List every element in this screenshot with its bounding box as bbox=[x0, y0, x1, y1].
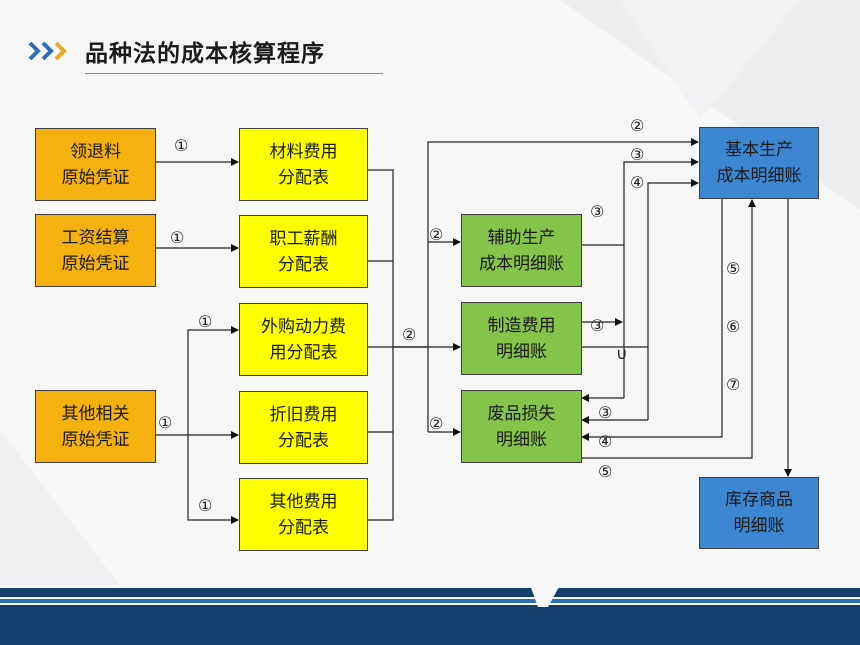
distribution-line: 外购动力费 bbox=[261, 316, 346, 337]
distribution-line: 分配表 bbox=[278, 167, 329, 188]
step-label: ③ bbox=[630, 145, 645, 164]
ledger-line: 明细账 bbox=[496, 341, 547, 362]
product-line: 库存商品 bbox=[725, 490, 793, 510]
step-label: ② bbox=[429, 225, 444, 244]
step-label: ③ bbox=[598, 403, 613, 422]
title-underline bbox=[85, 73, 383, 74]
ledger-line: 明细账 bbox=[496, 429, 547, 450]
source-line: 原始凭证 bbox=[61, 253, 130, 274]
ledger-box-overhead: 制造费用 明细账 bbox=[461, 302, 582, 375]
step-label: ④ bbox=[598, 432, 613, 451]
source-box-other: 其他相关 原始凭证 bbox=[35, 390, 156, 463]
product-line: 基本生产 bbox=[725, 140, 793, 160]
step-label: ③ bbox=[590, 202, 605, 221]
step-label: ⑤ bbox=[598, 462, 613, 481]
distribution-box-depreciation: 折旧费用 分配表 bbox=[239, 391, 368, 464]
line-crossover-symbol: ∪ bbox=[616, 344, 628, 363]
source-box-wages: 工资结算 原始凭证 bbox=[35, 214, 156, 287]
product-box-inventory: 库存商品 明细账 bbox=[699, 477, 819, 549]
ledger-line: 废品损失 bbox=[487, 403, 556, 424]
step-label: ① bbox=[170, 228, 185, 247]
product-box-main: 基本生产 成本明细账 bbox=[699, 127, 819, 199]
step-label: ② bbox=[402, 325, 417, 344]
distribution-box-material: 材料费用 分配表 bbox=[239, 128, 368, 201]
source-line: 工资结算 bbox=[61, 227, 130, 248]
distribution-line: 材料费用 bbox=[269, 141, 338, 162]
chevron-right-icon bbox=[28, 41, 67, 61]
step-label: ① bbox=[158, 413, 173, 432]
source-line: 原始凭证 bbox=[61, 167, 130, 188]
distribution-line: 折旧费用 bbox=[269, 404, 338, 425]
step-label: ① bbox=[198, 496, 213, 515]
step-label: ④ bbox=[630, 173, 645, 192]
product-line: 明细账 bbox=[733, 516, 785, 536]
step-label: ① bbox=[174, 136, 189, 155]
distribution-line: 分配表 bbox=[278, 430, 329, 451]
ledger-line: 辅助生产 bbox=[487, 227, 556, 248]
step-label: ② bbox=[429, 414, 444, 433]
distribution-line: 分配表 bbox=[278, 517, 329, 538]
distribution-box-other: 其他费用 分配表 bbox=[239, 478, 368, 551]
source-box-material: 领退料 原始凭证 bbox=[35, 128, 156, 201]
distribution-box-power: 外购动力费 用分配表 bbox=[239, 303, 368, 376]
ledger-box-waste: 废品损失 明细账 bbox=[461, 390, 582, 463]
distribution-box-payroll: 职工薪酬 分配表 bbox=[239, 215, 368, 288]
page-title: 品种法的成本核算程序 bbox=[85, 41, 325, 67]
source-line: 原始凭证 bbox=[61, 429, 130, 450]
product-line: 成本明细账 bbox=[716, 166, 802, 186]
step-label: ③ bbox=[590, 316, 605, 335]
distribution-line: 其他费用 bbox=[269, 491, 338, 512]
source-line: 领退料 bbox=[70, 141, 121, 162]
source-line: 其他相关 bbox=[61, 403, 130, 424]
footer-band bbox=[0, 585, 860, 645]
step-label: ⑤ bbox=[726, 259, 741, 278]
step-label: ⑦ bbox=[726, 375, 741, 394]
ledger-line: 成本明细账 bbox=[479, 253, 564, 274]
distribution-line: 用分配表 bbox=[269, 342, 338, 363]
ledger-box-auxiliary: 辅助生产 成本明细账 bbox=[461, 214, 582, 287]
step-label: ⑥ bbox=[726, 317, 741, 336]
distribution-line: 职工薪酬 bbox=[269, 228, 338, 249]
step-label: ① bbox=[198, 312, 213, 331]
ledger-line: 制造费用 bbox=[487, 315, 556, 336]
step-label: ② bbox=[630, 116, 645, 135]
distribution-line: 分配表 bbox=[278, 254, 329, 275]
